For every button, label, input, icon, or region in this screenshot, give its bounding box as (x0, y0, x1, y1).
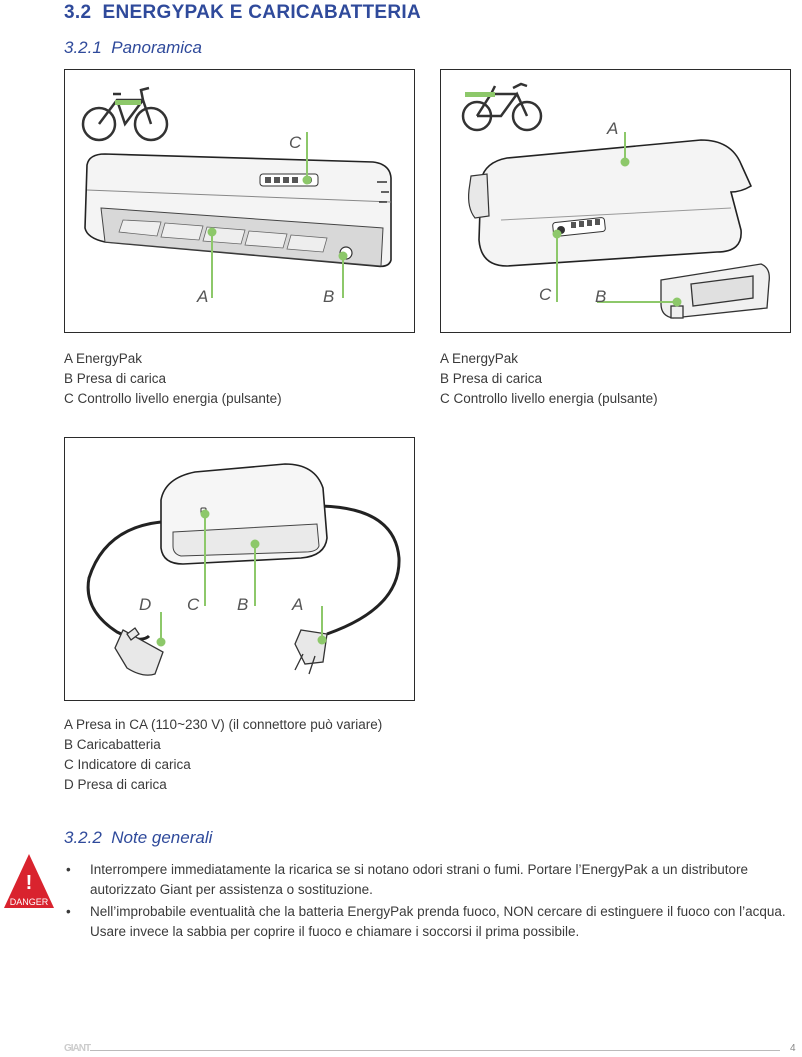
callout-dot-d (156, 637, 166, 647)
danger-mark: ! (26, 872, 33, 894)
energypak-rack-body (468, 139, 753, 267)
charger-illustration: D C B A (86, 463, 401, 676)
figure-rack-battery: A C B (440, 69, 791, 333)
bullet: • (66, 904, 71, 919)
callout-dot-a (207, 227, 217, 237)
callout-dot-c (552, 229, 562, 239)
list-item-text: Nell’improbabile eventualità che la batt… (90, 904, 786, 939)
label-b: B (595, 287, 606, 306)
frame-battery-illustration: C A B (81, 86, 392, 306)
bullet: • (66, 862, 71, 877)
label-b: B (323, 287, 334, 306)
energypak-frame-body (84, 153, 392, 268)
caption-line: A EnergyPak (64, 351, 143, 366)
callout-dot-b (672, 297, 682, 307)
subsection-heading-overview: 3.2.1 Panoramica (64, 38, 202, 58)
section-heading: 3.2 ENERGYPAK E CARICABATTERIA (64, 2, 421, 24)
figure-frame-battery: C A B (64, 69, 415, 333)
label-a: A (291, 595, 303, 614)
label-a: A (196, 287, 208, 306)
caption-line: D Presa di carica (64, 777, 167, 792)
caption-line: C Controllo livello energia (pulsante) (440, 391, 658, 406)
label-d: D (139, 595, 151, 614)
callout-dot-c (200, 509, 210, 519)
danger-warning-icon: ! DANGER (2, 852, 56, 912)
callout-dot-a (620, 157, 630, 167)
danger-label: DANGER (10, 897, 49, 907)
subsection-number: 3.2.1 (64, 38, 102, 57)
caption-line: B Presa di carica (440, 371, 543, 386)
general-notes-list: • Interrompere immediatamente la ricaric… (64, 860, 794, 944)
subsection-number: 3.2.2 (64, 828, 102, 847)
label-a: A (606, 119, 618, 138)
figure-charger: D C B A (64, 437, 415, 701)
list-item-text: Interrompere immediatamente la ricarica … (90, 862, 749, 897)
subsection-heading-notes: 3.2.2 Note generali (64, 828, 212, 848)
caption-line: A EnergyPak (440, 351, 519, 366)
subsection-title: Note generali (111, 828, 213, 847)
caption-line: A Presa in CA (110~230 V) (il connettore… (64, 717, 383, 732)
callout-dot-b (250, 539, 260, 549)
callout-dot-b (338, 251, 348, 261)
callout-dot-c (302, 175, 312, 185)
dc-plug-illustration (114, 627, 164, 676)
caption-line: C Controllo livello energia (pulsante) (64, 391, 282, 406)
rack-mount-illustration (660, 263, 770, 319)
caption-frame-battery: A EnergyPak B Presa di carica C Controll… (64, 349, 282, 409)
caption-charger: A Presa in CA (110~230 V) (il connettore… (64, 715, 394, 795)
subsection-title: Panoramica (111, 38, 202, 57)
footer-divider (90, 1050, 780, 1051)
callout-dot-a (317, 635, 327, 645)
caption-line: B Presa di carica (64, 371, 167, 386)
page-number: 4 (790, 1043, 796, 1054)
caption-rack-battery: A EnergyPak B Presa di carica C Controll… (440, 349, 658, 409)
city-bike-icon (461, 82, 543, 132)
mountain-bike-icon (81, 86, 169, 142)
list-item: • Interrompere immediatamente la ricaric… (64, 860, 794, 900)
caption-line: B Caricabatteria (64, 737, 161, 752)
rack-battery-illustration: A C B (461, 82, 770, 319)
label-c: C (289, 133, 302, 152)
charger-body (160, 463, 328, 565)
list-item: • Nell’improbabile eventualità che la ba… (64, 902, 794, 942)
section-title: ENERGYPAK E CARICABATTERIA (102, 2, 421, 23)
label-b: B (237, 595, 248, 614)
footer-giant-logo: GIANT (64, 1043, 91, 1054)
caption-line: C Indicatore di carica (64, 757, 191, 772)
section-number: 3.2 (64, 2, 92, 23)
label-c: C (187, 595, 200, 614)
label-c: C (539, 285, 552, 304)
